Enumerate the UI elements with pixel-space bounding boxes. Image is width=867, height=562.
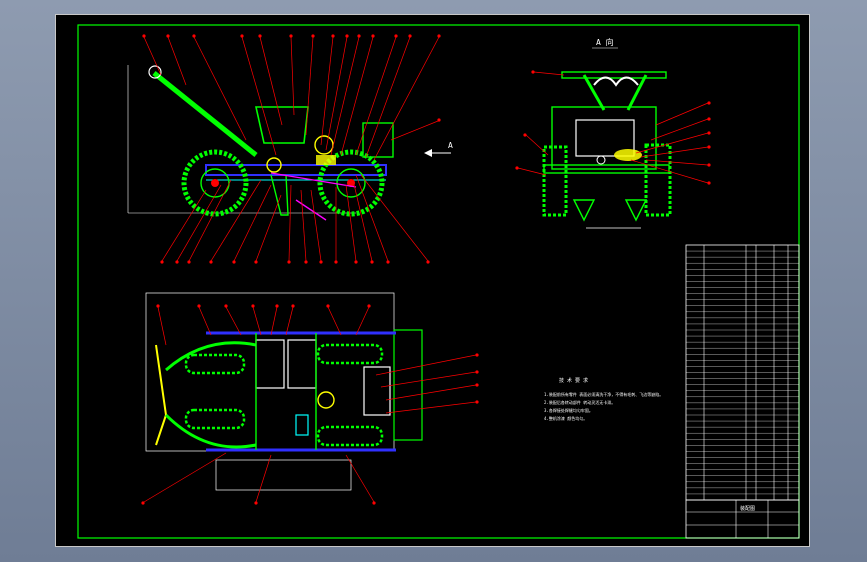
drawing-sheet: A xyxy=(55,14,810,547)
side-left-wheel xyxy=(542,145,568,217)
top-wheel-2 xyxy=(184,408,246,430)
side-view-a: A 向 xyxy=(515,37,711,229)
seed-hopper xyxy=(255,106,309,144)
front-wheel xyxy=(181,149,249,217)
top-handle xyxy=(155,344,168,446)
side-right-wheel xyxy=(644,143,672,217)
handle-bar xyxy=(152,71,258,157)
rear-wheel xyxy=(317,149,385,217)
notes-line-3: 3.各焊接处焊缝均匀牢固。 xyxy=(544,407,593,413)
side-handle xyxy=(561,71,667,79)
frame-beam xyxy=(205,164,387,176)
handle-grip xyxy=(148,65,162,79)
top-wheel-1 xyxy=(184,353,246,375)
notes-line-1: 1.装配前所有零件 表面必须清洗干净，不得有毛刺、飞边等缺陷。 xyxy=(544,391,663,397)
notes-heading: 技 术 要 求 xyxy=(559,377,588,384)
assembly-drawing: A xyxy=(77,24,800,539)
technical-notes: 技 术 要 求 1.装配前所有零件 表面必须清洗干净，不得有毛刺、飞边等缺陷。 … xyxy=(544,377,663,421)
section-arrow-label: A xyxy=(448,141,453,150)
title-block: 装配图 xyxy=(685,499,800,539)
drawing-name: 装配图 xyxy=(740,505,755,512)
top-view xyxy=(141,292,479,505)
notes-line-4: 4.整机涂漆 颜色均匀。 xyxy=(544,415,587,421)
side-body xyxy=(551,106,657,170)
fertilizer-box xyxy=(362,122,394,158)
notes-line-2: 2.装配后各转动部件 转动灵活无卡滞。 xyxy=(544,399,615,405)
top-wheel-3 xyxy=(316,343,384,365)
top-wheel-4 xyxy=(316,425,384,447)
front-view: A xyxy=(127,34,453,264)
parts-list xyxy=(685,244,800,501)
side-view-title: A 向 xyxy=(596,37,614,47)
